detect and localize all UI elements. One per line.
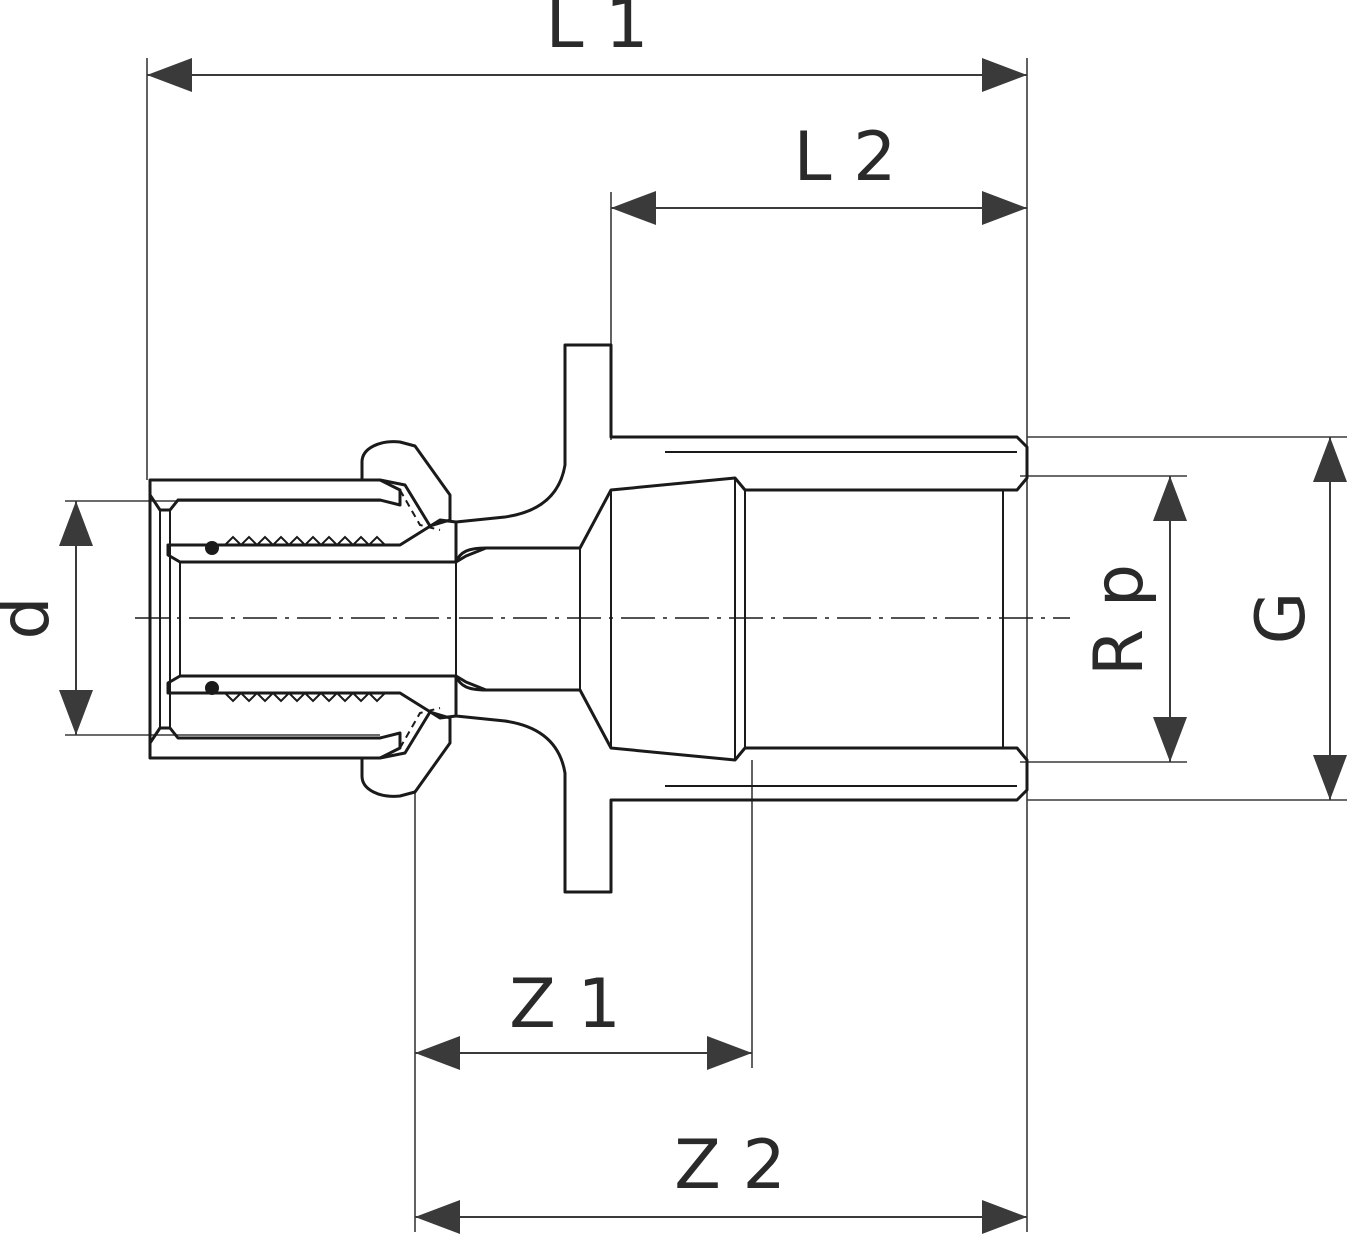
threaded-insert [166,518,458,720]
dimension-z2 [415,1200,1027,1234]
press-sleeve [148,478,402,760]
dimension-lines [59,58,1347,1234]
label-l2: L 2 [794,118,897,197]
dimension-z1 [415,1036,752,1070]
dimension-g [1313,437,1347,800]
label-z1: Z 1 [509,965,620,1044]
indicator-ring [360,440,452,798]
dimension-d [59,501,93,735]
dimension-l1 [147,58,1027,92]
label-g: G [1242,592,1321,645]
label-z2: Z 2 [674,1126,785,1205]
o-ring-top [205,541,219,555]
o-ring-bottom [205,681,219,695]
label-l1: L 1 [546,0,649,64]
label-d: d [0,596,65,639]
dimension-rp [1153,476,1187,762]
label-rp: R p [1080,564,1159,676]
dimension-l2 [611,191,1027,225]
